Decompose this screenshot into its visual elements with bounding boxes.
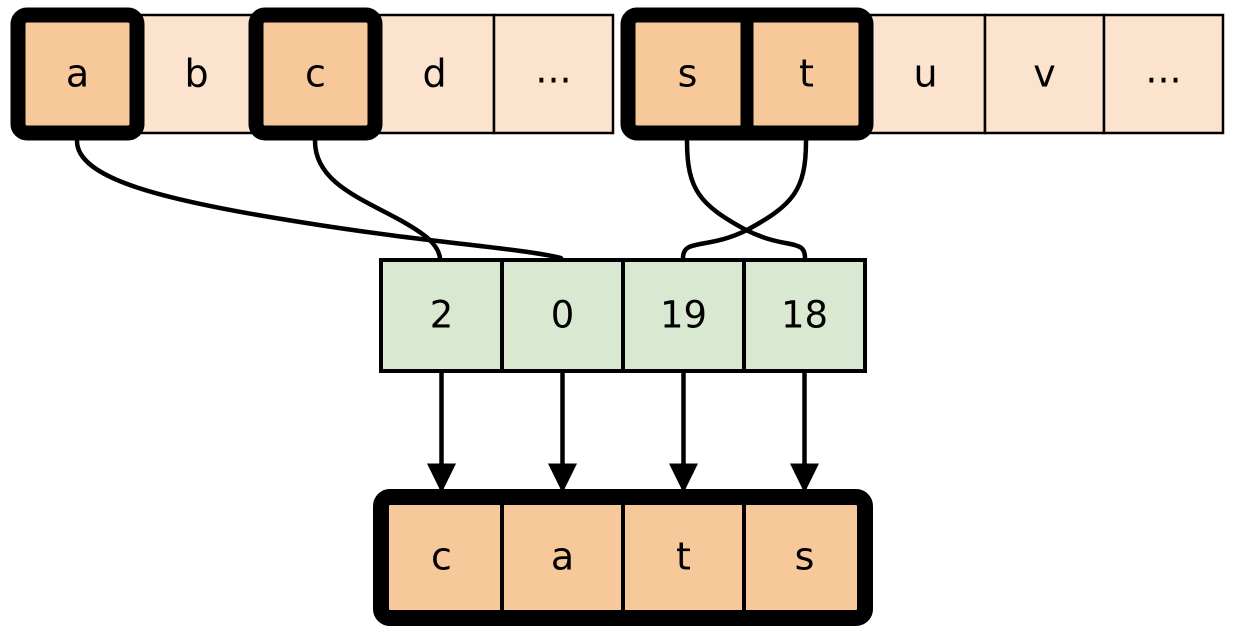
alphabet-cell-label-0: a xyxy=(66,52,89,96)
index-cell-2[interactable] xyxy=(621,258,746,373)
alphabet-cell-label-4: ... xyxy=(535,48,571,92)
alphabet-cell-label-9: ... xyxy=(1145,48,1181,92)
index-to-output-arrows xyxy=(426,373,820,494)
index-cell-3[interactable] xyxy=(742,258,867,373)
output-cell-label-0: c xyxy=(431,535,452,579)
alphabet-highlight-frames xyxy=(10,7,874,141)
output-cell-label-1: a xyxy=(551,535,574,579)
index-row: 2 0 19 18 xyxy=(379,258,867,373)
alphabet-cell-label-5: s xyxy=(678,52,698,96)
output-row: c a t s xyxy=(373,489,873,626)
index-cell-label-0: 2 xyxy=(430,294,454,337)
alphabet-cell-label-7: u xyxy=(913,52,937,96)
alphabet-cell-9[interactable] xyxy=(1102,13,1225,135)
alphabet-cell-0[interactable] xyxy=(16,13,139,135)
alphabet-labels: a b c d ... s t u v ... xyxy=(66,48,1182,96)
output-cell-1[interactable] xyxy=(500,495,625,620)
connector-t-to-19 xyxy=(680,138,809,261)
alphabet-cell-1[interactable] xyxy=(135,13,258,135)
index-cell-label-1: 0 xyxy=(551,294,575,337)
index-cell-label-3: 18 xyxy=(781,294,828,337)
index-cell-label-2: 19 xyxy=(660,294,707,337)
alphabet-cell-label-6: t xyxy=(799,52,814,96)
alphabet-cell-label-2: c xyxy=(305,52,326,96)
output-cell-label-3: s xyxy=(795,535,815,579)
alphabet-cell-label-8: v xyxy=(1033,52,1056,96)
alphabet-cell-label-1: b xyxy=(184,52,208,96)
alphabet-cell-8[interactable] xyxy=(983,13,1106,135)
alphabet-cell-4[interactable] xyxy=(492,13,615,135)
alphabet-highlight-c xyxy=(248,7,383,141)
alphabet-cell-label-3: d xyxy=(422,52,446,96)
output-row-frame xyxy=(373,489,873,626)
alphabet-highlight-st xyxy=(620,7,874,141)
alphabet-highlight-a xyxy=(10,7,145,141)
output-cell-label-2: t xyxy=(676,535,691,579)
connector-a-to-0 xyxy=(74,138,564,261)
connector-c-to-2 xyxy=(312,138,443,261)
connector-curves xyxy=(74,138,809,261)
